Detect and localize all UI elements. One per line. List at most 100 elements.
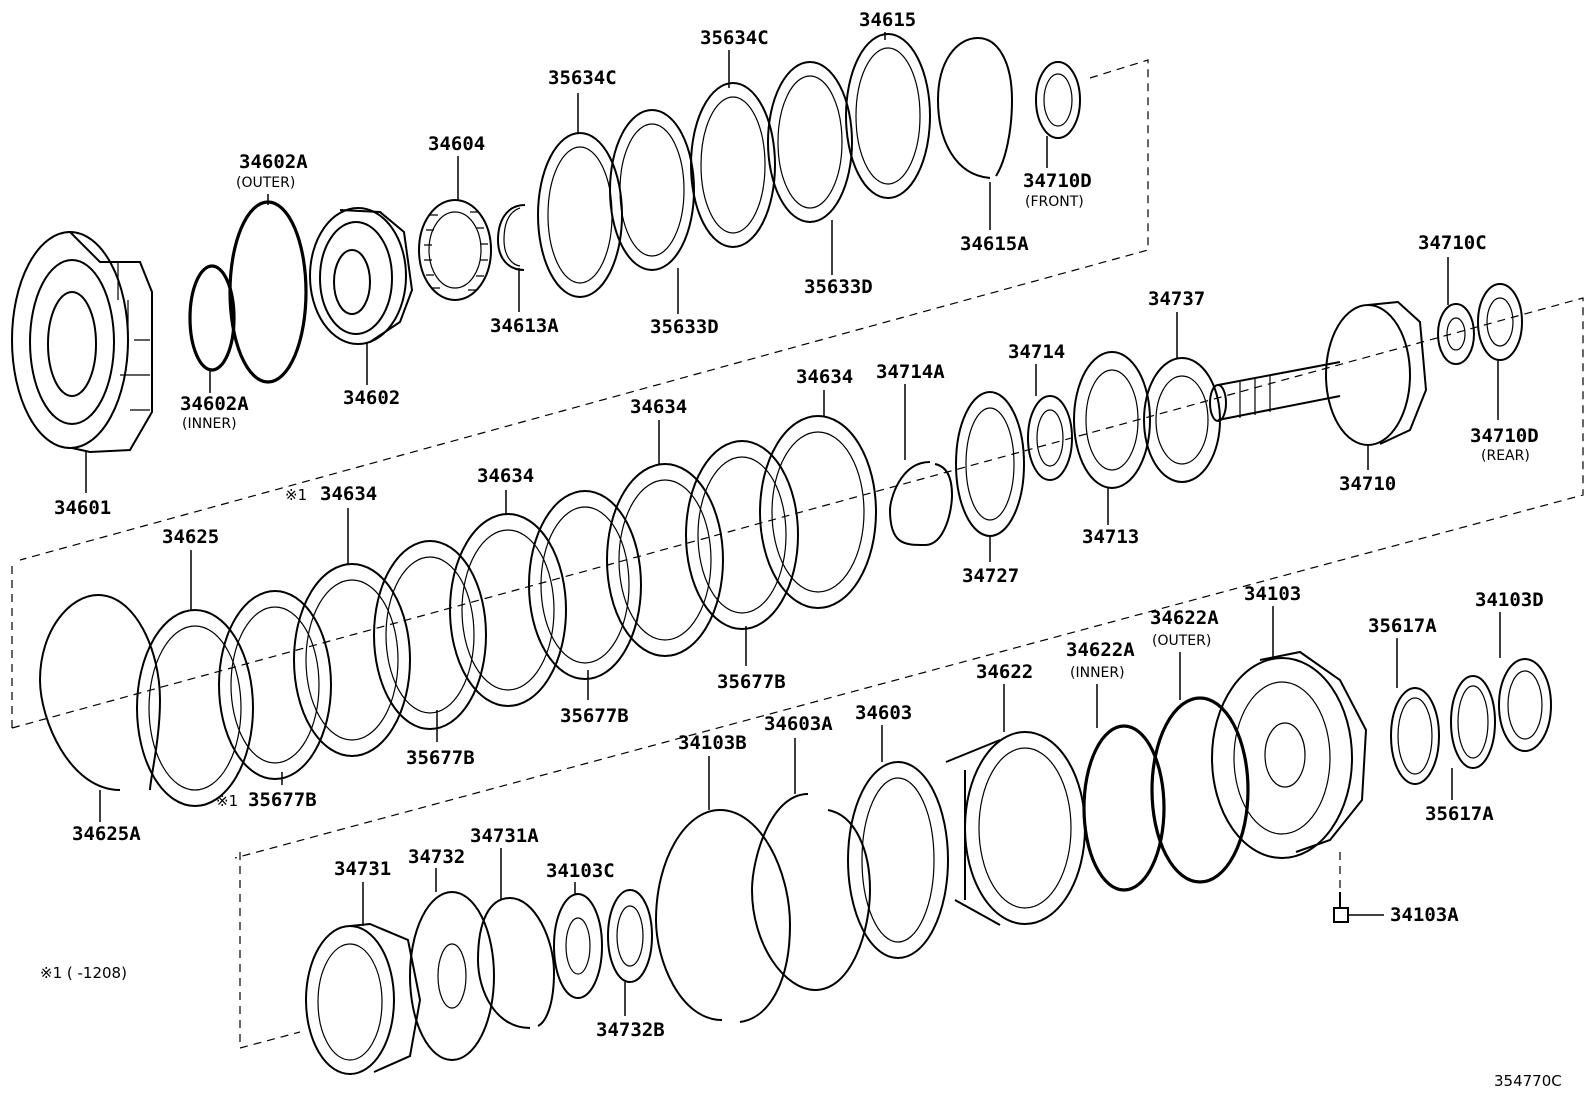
label-34714A: 34714A <box>876 361 945 383</box>
part-34103B-snap-ring <box>654 808 792 1023</box>
part-34603-spring-set <box>847 761 949 959</box>
label-34710D-front: 34710D <box>1023 170 1092 192</box>
label-34103A: 34103A <box>1390 904 1459 926</box>
label-35617A-2: 35617A <box>1425 803 1494 825</box>
label-34714: 34714 <box>1008 341 1065 363</box>
label-34737: 34737 <box>1148 288 1205 310</box>
part-34710-shaft-hub <box>1209 300 1428 446</box>
part-35617A-ring-1 <box>1390 687 1440 785</box>
label-35633D-2: 35633D <box>804 276 873 298</box>
part-34732-hub <box>409 891 495 1061</box>
part-35677B-disc-4 <box>218 590 332 780</box>
label-35634C-2: 35634C <box>700 27 769 49</box>
label-34603A: 34603A <box>764 713 833 735</box>
label-34634-4-mark: ※1 <box>285 486 307 504</box>
part-35677B-disc-2 <box>528 490 642 680</box>
label-34634-4: 34634 <box>320 483 377 505</box>
part-35634C-plate-1 <box>537 132 623 298</box>
part-35634C-plate-2 <box>690 82 776 248</box>
part-34103-case <box>1211 650 1368 859</box>
part-34613A-snap-ring <box>496 204 526 271</box>
part-34622-retainer <box>945 731 1086 926</box>
part-34615A-snap-ring <box>936 36 1014 179</box>
part-34634-plate-2 <box>606 463 724 657</box>
label-34602A-inner: 34602A <box>180 393 249 415</box>
part-34713-gear <box>1073 351 1151 489</box>
label-34731A: 34731A <box>470 825 539 847</box>
label-34613A: 34613A <box>490 315 559 337</box>
label-34625: 34625 <box>162 526 219 548</box>
label-34625A: 34625A <box>72 823 141 845</box>
label-34622A-inner: 34622A <box>1066 639 1135 661</box>
part-34732B-bearing <box>607 889 653 983</box>
part-34714-bearing <box>1027 395 1073 481</box>
part-34710D-front-bearing <box>1035 61 1081 139</box>
part-labels: 34601 34602A (OUTER) 34602A (INNER) 3460… <box>54 9 1544 1041</box>
label-34710D-rear: 34710D <box>1470 425 1539 447</box>
label-34710: 34710 <box>1339 473 1396 495</box>
diagram-code: 354770C <box>1494 1072 1562 1090</box>
part-34103A-bolt <box>1333 852 1349 923</box>
label-34615A: 34615A <box>960 233 1029 255</box>
label-34603: 34603 <box>855 702 912 724</box>
label-34622A-outer-note: (OUTER) <box>1152 633 1211 649</box>
part-34615-plate <box>845 33 931 199</box>
part-34604-spring-pack <box>418 199 492 301</box>
part-34625-plate <box>136 609 254 807</box>
label-35617A-1: 35617A <box>1368 615 1437 637</box>
part-34601-drum <box>11 231 153 454</box>
label-34602: 34602 <box>343 387 400 409</box>
label-34604: 34604 <box>428 133 485 155</box>
label-34732: 34732 <box>408 846 465 868</box>
part-34602A-outer-oring <box>228 200 308 384</box>
label-34615: 34615 <box>859 9 916 31</box>
part-34634-plate-1 <box>759 415 877 609</box>
label-34622A-inner-note: (INNER) <box>1070 665 1125 681</box>
label-34103D: 34103D <box>1475 589 1544 611</box>
label-34602A-outer: 34602A <box>239 151 308 173</box>
label-34731: 34731 <box>334 858 391 880</box>
part-35633D-disc-1 <box>609 109 695 271</box>
label-35677B-4: 35677B <box>717 671 786 693</box>
footnote: ※1 ( -1208) <box>40 964 127 982</box>
part-34710C-washer <box>1437 303 1475 365</box>
label-35677B-2: 35677B <box>406 747 475 769</box>
label-34103: 34103 <box>1244 583 1301 605</box>
part-35633D-disc-2 <box>767 61 853 223</box>
part-34634-plate-4 <box>293 563 411 757</box>
label-35677B-1: 35677B <box>248 789 317 811</box>
part-34103D-washer <box>1498 658 1552 752</box>
label-35677B-3: 35677B <box>560 705 629 727</box>
part-34625A-snap-ring <box>38 593 162 791</box>
part-34714A-snap-ring <box>888 461 954 547</box>
label-35677B-1-mark: ※1 <box>216 792 238 810</box>
label-34710D-front-note: (FRONT) <box>1025 194 1084 210</box>
part-34737-thrust-plate <box>1143 357 1221 483</box>
label-35633D-1: 35633D <box>650 316 719 338</box>
part-34622A-outer-oring <box>1150 696 1250 884</box>
label-34634-2: 34634 <box>630 396 687 418</box>
label-34710C: 34710C <box>1418 232 1487 254</box>
part-35677B-disc-3 <box>373 540 487 730</box>
part-34710D-rear-bearing <box>1477 283 1523 361</box>
label-34602A-inner-note: (INNER) <box>182 416 237 432</box>
part-34634-plate-3 <box>449 513 567 707</box>
part-34103C-washer <box>553 893 603 999</box>
label-34103C: 34103C <box>546 860 615 882</box>
label-34732B: 34732B <box>596 1019 665 1041</box>
label-35634C-1: 35634C <box>548 67 617 89</box>
label-34622A-outer: 34622A <box>1150 607 1219 629</box>
label-34602A-outer-note: (OUTER) <box>236 175 295 191</box>
label-34103B: 34103B <box>678 732 747 754</box>
label-34622: 34622 <box>976 661 1033 683</box>
part-35617A-ring-2 <box>1450 675 1496 769</box>
label-34634-1: 34634 <box>796 366 853 388</box>
label-34713: 34713 <box>1082 526 1139 548</box>
part-34731A-snap-ring <box>476 896 556 1029</box>
leader-lines <box>85 32 1501 1016</box>
part-34602A-inner-oring <box>188 264 236 372</box>
label-34727: 34727 <box>962 565 1019 587</box>
label-34601: 34601 <box>54 497 111 519</box>
part-34602-piston <box>309 207 414 345</box>
